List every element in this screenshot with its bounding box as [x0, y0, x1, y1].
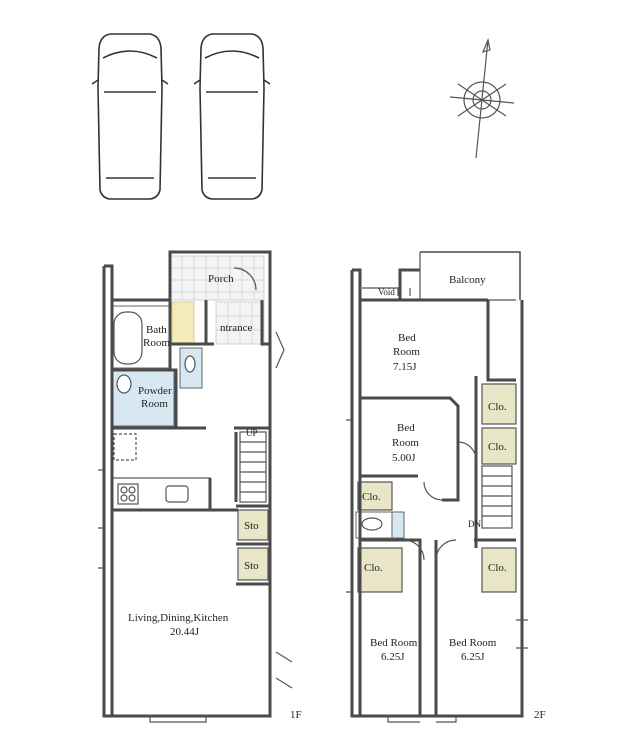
- stairs-down-label: DN: [468, 519, 481, 529]
- bed-main-label-2: Room: [393, 346, 420, 358]
- bed-main-label-1: Bed: [398, 332, 416, 344]
- storage-2-label: Sto: [244, 560, 259, 572]
- powder-label-2: Room: [141, 398, 168, 410]
- bed-mid-label-2: Room: [392, 437, 419, 449]
- balcony-label: Balcony: [449, 274, 486, 286]
- entrance-label: ntrance: [220, 322, 252, 334]
- car-icon: [193, 33, 271, 200]
- ldk-label: Living,Dining,Kitchen: [128, 612, 229, 624]
- porch-label: Porch: [208, 273, 234, 285]
- bed-mid-area: 5.00J: [392, 452, 416, 464]
- closet-bottom-left-label: Clo.: [364, 562, 383, 574]
- closet-bottom-right-label: Clo.: [488, 562, 507, 574]
- floor-2f: [346, 251, 528, 723]
- floor-1f: [98, 250, 293, 723]
- bath-label-2: Room: [143, 337, 170, 349]
- compass-icon: [449, 37, 515, 159]
- bed-right-area: 6.25J: [461, 651, 485, 663]
- bed-mid-label-1: Bed: [397, 422, 415, 434]
- bed-left-label: Bed Room: [370, 637, 418, 649]
- bed-right-label: Bed Room: [449, 637, 497, 649]
- closet-right-2-label: Clo.: [488, 441, 507, 453]
- void-label: Void: [378, 287, 395, 297]
- closet-right-1-label: Clo.: [488, 401, 507, 413]
- car-icon: [91, 33, 169, 200]
- powder-label-1: Powder: [138, 385, 172, 397]
- floor-2f-label: 2F: [534, 709, 546, 721]
- bath-label-1: Bath: [146, 324, 167, 336]
- stairs-up-label: UP: [246, 428, 258, 438]
- storage-1-label: Sto: [244, 520, 259, 532]
- closet-left-small-label: Clo.: [362, 491, 381, 503]
- bed-left-area: 6.25J: [381, 651, 405, 663]
- floor-1f-label: 1F: [290, 709, 302, 721]
- ldk-area-label: 20.44J: [170, 626, 200, 638]
- bed-main-area: 7.15J: [393, 361, 417, 373]
